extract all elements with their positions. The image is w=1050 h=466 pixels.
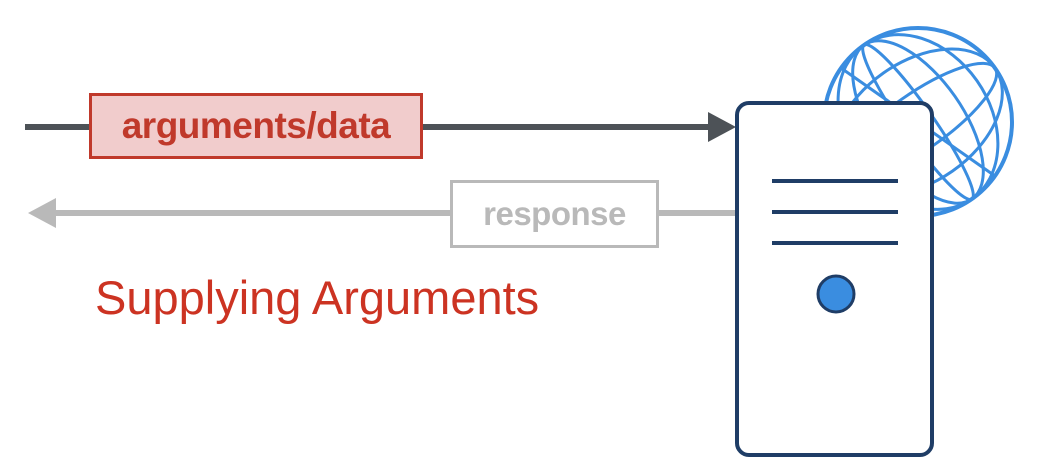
status-dot-icon <box>816 274 856 314</box>
server-icon <box>735 101 934 457</box>
response-label: response <box>450 180 659 248</box>
diagram-caption: Supplying Arguments <box>95 271 540 324</box>
request-label: arguments/data <box>89 93 423 159</box>
